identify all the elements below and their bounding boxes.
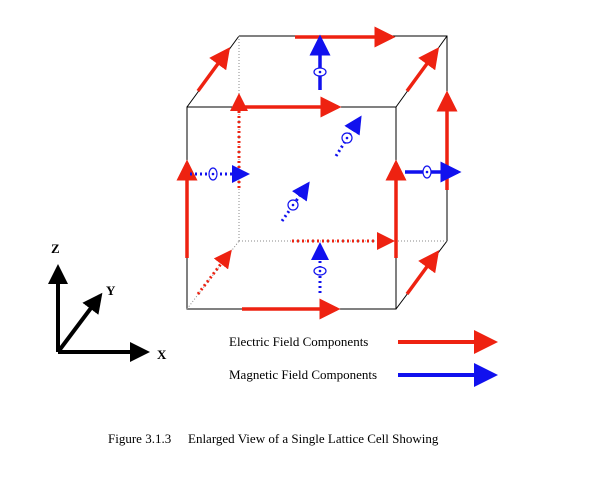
- legend: Electric Field Components Magnetic Field…: [229, 330, 498, 387]
- z-axis-label: Z: [51, 241, 60, 256]
- cube-hidden-edges: [186, 36, 447, 310]
- electric-arrow: [405, 250, 440, 296]
- caption-number: Figure 3.1.3: [108, 431, 171, 446]
- x-axis-label: X: [157, 347, 167, 362]
- caption-text: Enlarged View of a Single Lattice Cell S…: [188, 431, 439, 446]
- y-axis-arrow: [56, 292, 103, 354]
- electric-arrow: [405, 47, 440, 93]
- legend-electric-label: Electric Field Components: [229, 334, 368, 349]
- electric-field-hidden-arrows: [196, 93, 395, 295]
- electric-arrow: [196, 47, 231, 93]
- figure-caption: Figure 3.1.3 Enlarged View of a Single L…: [108, 431, 439, 446]
- y-axis-label: Y: [106, 283, 116, 298]
- magnetic-field-markers: [208, 67, 432, 276]
- legend-magnetic-label: Magnetic Field Components: [229, 367, 377, 382]
- axes-triad: [48, 264, 150, 362]
- electric-arrow-hidden: [196, 249, 232, 295]
